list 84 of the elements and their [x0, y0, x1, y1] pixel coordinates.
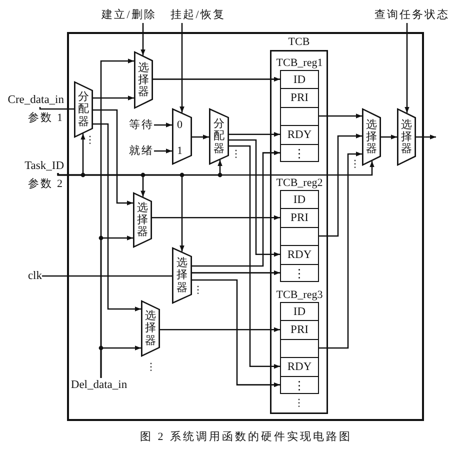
- arrow: [100, 346, 141, 378]
- multiplexer: [141, 300, 160, 357]
- arrow: [319, 152, 362, 349]
- register-title: TCB_reg2: [276, 177, 323, 190]
- vertical-ellipsis: ⋮: [350, 158, 360, 171]
- arrow: [416, 134, 436, 140]
- arrow: [180, 23, 184, 113]
- register-field: RDY: [280, 245, 319, 265]
- control-signal-label: 挂起/恢复: [170, 8, 226, 23]
- pin-label: 0: [177, 119, 182, 131]
- register-field: PRI: [280, 88, 319, 108]
- register-title: TCB_reg1: [276, 57, 323, 70]
- register-field: [280, 338, 319, 359]
- control-signal-label: 建立/删除: [102, 8, 156, 23]
- arrow: [319, 114, 362, 118]
- input-label: 等待: [129, 118, 154, 132]
- arrow: [153, 76, 280, 82]
- arrow: [154, 148, 172, 154]
- register-field: ⋮: [280, 376, 319, 394]
- arrow: [154, 122, 172, 128]
- multiplexer: [397, 108, 416, 166]
- arrow: [93, 123, 141, 312]
- vertical-ellipsis: ⋮: [294, 397, 304, 410]
- multiplexer: [362, 108, 381, 166]
- vertical-ellipsis: ⋮: [231, 148, 241, 161]
- arrow: [192, 150, 280, 267]
- block-label: 选择器: [366, 118, 377, 156]
- demultiplexer: [74, 81, 93, 138]
- demultiplexer: [209, 108, 229, 165]
- register-field: PRI: [280, 320, 319, 340]
- arrow: [229, 145, 280, 369]
- register-title: TCB_reg3: [276, 289, 323, 302]
- arrow: [160, 327, 280, 332]
- arrow: [192, 134, 209, 140]
- block-label: 分配器: [78, 91, 89, 128]
- register-field: ID: [280, 190, 319, 210]
- input-label: 就绪: [129, 144, 154, 158]
- block-label: 选择器: [137, 202, 148, 238]
- vertical-ellipsis: ⋮: [146, 361, 156, 374]
- arrow: [192, 270, 280, 276]
- block-label: 选择器: [176, 257, 188, 294]
- parameter-label: 参数 1: [28, 112, 64, 125]
- system-frame: [67, 32, 424, 421]
- multiplexer: [172, 247, 192, 304]
- signal-label: Task_ID: [24, 159, 64, 173]
- signal-label: clk: [28, 269, 42, 283]
- register-field: ID: [280, 70, 319, 90]
- pin-label: 1: [177, 145, 182, 157]
- register-field: ID: [280, 302, 319, 322]
- wire: [42, 275, 172, 277]
- vertical-ellipsis: ⋮: [85, 134, 95, 147]
- register-field: ⋮: [280, 264, 319, 282]
- arrow: [404, 23, 410, 113]
- arrow: [192, 279, 280, 388]
- arrow: [229, 139, 280, 257]
- parameter-label: 参数 2: [28, 178, 64, 191]
- arrow: [319, 134, 362, 237]
- register-field: RDY: [280, 125, 319, 145]
- figure-caption: 图 2 系统调用函数的硬件实现电路图: [140, 430, 352, 444]
- block-label: 分配器: [214, 118, 224, 155]
- arrow: [381, 134, 397, 140]
- block-label: 选择器: [138, 62, 149, 98]
- register-field: PRI: [280, 208, 319, 228]
- arrow: [93, 96, 134, 100]
- signal-label: Cre_data_in: [8, 93, 64, 107]
- multiplexer: [134, 51, 153, 109]
- block-title: TCB: [288, 35, 310, 50]
- wire: [39, 107, 74, 110]
- register-field: ⋮: [280, 144, 319, 162]
- control-signal-label: 查询任务状态: [374, 8, 450, 23]
- register-field: RDY: [280, 357, 319, 377]
- arrow: [152, 215, 280, 220]
- block-label: 选择器: [145, 310, 156, 347]
- arrow: [229, 132, 280, 137]
- arrow: [57, 161, 374, 176]
- signal-label: Del_data_in: [70, 378, 128, 392]
- block-label: 选择器: [401, 118, 412, 156]
- vertical-ellipsis: ⋮: [193, 284, 203, 297]
- register-field: [280, 226, 319, 247]
- arrow: [93, 109, 133, 206]
- multiplexer: [133, 192, 152, 248]
- arrow: [140, 23, 146, 56]
- multiplexer: [172, 108, 192, 165]
- register-field: [280, 106, 319, 127]
